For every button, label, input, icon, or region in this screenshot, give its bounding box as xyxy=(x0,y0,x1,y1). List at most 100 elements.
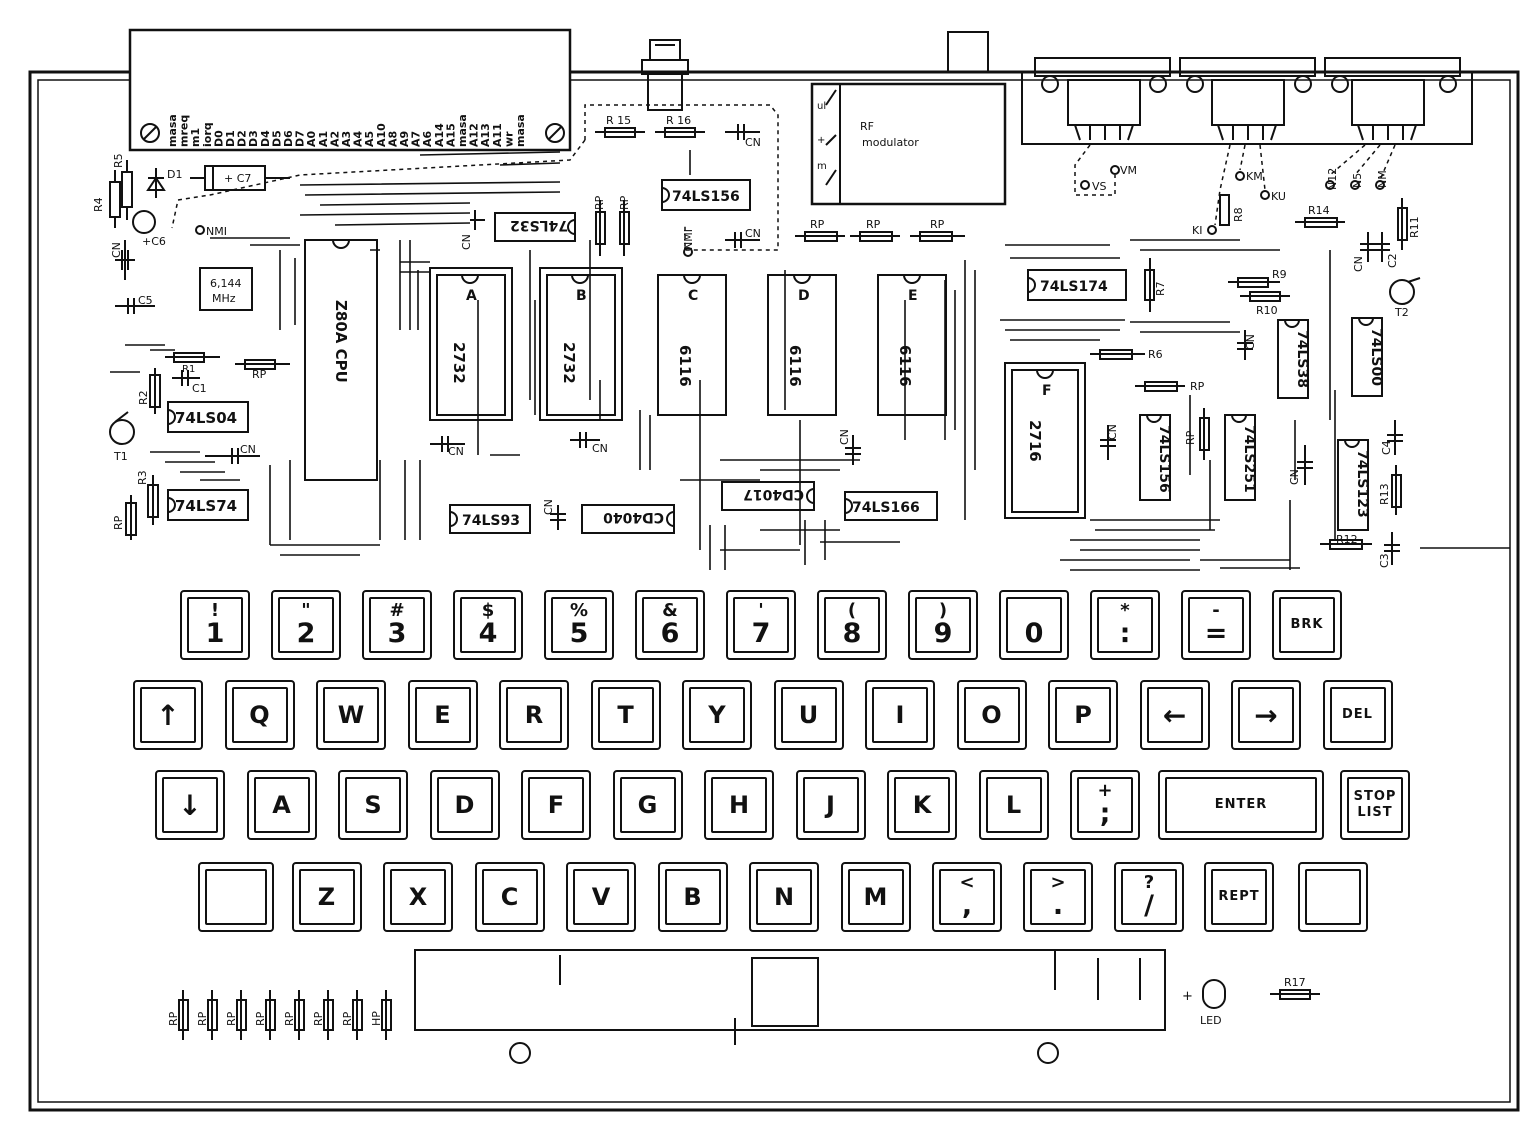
resistor-array-label: RP xyxy=(283,1011,296,1026)
resistor-array-label: RP xyxy=(312,1011,325,1026)
label-r10: R10 xyxy=(1256,304,1278,317)
key-label: REPT xyxy=(1218,889,1260,904)
key-q[interactable]: Q xyxy=(224,680,295,750)
key-m[interactable]: M xyxy=(840,862,911,932)
down-arrow-icon: ↓ xyxy=(178,788,202,822)
key-c[interactable]: C xyxy=(474,862,545,932)
key-blank-left[interactable] xyxy=(198,862,274,932)
key-label: N xyxy=(773,883,795,911)
key-rept[interactable]: REPT xyxy=(1204,862,1274,932)
key-o[interactable]: O xyxy=(956,680,1027,750)
keyboard-connector-strip xyxy=(414,949,1166,1064)
key-8[interactable]: (8 xyxy=(817,590,887,660)
label-rp-7: RP xyxy=(1190,380,1205,393)
key-plus-semicolon[interactable]: +; xyxy=(1070,770,1140,840)
key-n[interactable]: N xyxy=(749,862,819,932)
ic-74ls123 xyxy=(1337,439,1369,531)
key-s[interactable]: S xyxy=(338,770,408,840)
key-3[interactable]: #3 xyxy=(362,590,432,660)
key-d[interactable]: D xyxy=(429,770,500,840)
key-label xyxy=(1329,883,1337,911)
crystal-freq: 6,144 xyxy=(210,277,242,290)
key-t[interactable]: T xyxy=(590,680,661,750)
key-a[interactable]: A xyxy=(246,770,317,840)
ic-74ls74 xyxy=(167,489,249,521)
key-1[interactable]: !1 xyxy=(180,590,250,660)
din-connectors xyxy=(1021,57,1473,145)
vertical-traces xyxy=(269,150,1336,570)
ic-74ls93 xyxy=(449,504,531,534)
key-question-slash[interactable]: ?/ xyxy=(1114,862,1184,932)
key-7[interactable]: '7 xyxy=(726,590,796,660)
key-=[interactable]: -= xyxy=(1181,590,1251,660)
key-5[interactable]: %5 xyxy=(544,590,614,660)
key-label: O xyxy=(981,701,1002,729)
key-q-cap: Q xyxy=(231,687,288,743)
key-enter[interactable]: ENTER xyxy=(1158,770,1324,840)
key-left-arrow[interactable]: ← xyxy=(1139,680,1210,750)
key-b[interactable]: B xyxy=(657,862,728,932)
key-down-arrow[interactable]: ↓ xyxy=(155,770,225,840)
key-l[interactable]: L xyxy=(978,770,1049,840)
key-greater-period[interactable]: >. xyxy=(1023,862,1093,932)
right-discretes xyxy=(195,165,1421,565)
key-6[interactable]: &6 xyxy=(635,590,705,660)
key-e-cap: E xyxy=(414,687,471,743)
key-g[interactable]: G xyxy=(612,770,683,840)
label-cn-t1: CN xyxy=(240,443,256,456)
key-del[interactable]: DEL xyxy=(1322,680,1393,750)
ic-rom-a xyxy=(429,267,513,421)
key-less-comma[interactable]: <, xyxy=(932,862,1002,932)
key-main-label: 2 xyxy=(296,618,316,649)
key-brk[interactable]: BRK xyxy=(1272,590,1342,660)
key-k[interactable]: K xyxy=(887,770,957,840)
edge-pin-label: A5 xyxy=(363,131,376,147)
key-z[interactable]: Z xyxy=(291,862,362,932)
edge-pin-label: A12 xyxy=(468,123,481,147)
rf-pin-plus: + xyxy=(817,135,825,146)
edge-pin-label: m1 xyxy=(189,128,202,147)
key-2[interactable]: "2 xyxy=(271,590,341,660)
label-rp-2: RP xyxy=(593,195,606,210)
ic-74ls156-b xyxy=(1139,414,1171,501)
label-ku: KU xyxy=(1271,190,1286,203)
chip-f-label: 2716 xyxy=(1026,420,1044,462)
key-label: G xyxy=(637,791,658,819)
key-main-label: 4 xyxy=(478,618,498,649)
edge-pin-label: D6 xyxy=(282,130,295,147)
key-9[interactable]: )9 xyxy=(908,590,978,660)
key-x[interactable]: X xyxy=(383,862,453,932)
key-w[interactable]: W xyxy=(316,680,386,750)
label-ki: KI xyxy=(1192,224,1202,237)
key-v[interactable]: V xyxy=(566,862,636,932)
key-blank-right[interactable] xyxy=(1298,862,1368,932)
edge-pin-label: A2 xyxy=(328,131,341,147)
key-4[interactable]: $4 xyxy=(453,590,523,660)
chip-cd4017-label: CD4017 xyxy=(743,486,804,502)
key-up-arrow[interactable]: ↑ xyxy=(133,680,203,750)
label-rp-8: RP xyxy=(1184,430,1197,445)
key-h[interactable]: H xyxy=(704,770,774,840)
key-0[interactable]: 0 xyxy=(999,590,1069,660)
key-main-label: 8 xyxy=(842,618,862,649)
key-:[interactable]: *: xyxy=(1090,590,1160,660)
resistor-array-label: RP xyxy=(196,1011,209,1026)
key-f[interactable]: F xyxy=(521,770,591,840)
key-label: R xyxy=(524,701,544,729)
key-i[interactable]: I xyxy=(865,680,935,750)
key-p[interactable]: P xyxy=(1048,680,1118,750)
key-main-label: 9 xyxy=(933,618,953,649)
label-cn-32: CN xyxy=(460,234,473,250)
key-e[interactable]: E xyxy=(407,680,478,750)
key-y[interactable]: Y xyxy=(682,680,752,750)
key-right-arrow[interactable]: → xyxy=(1231,680,1301,750)
key-r[interactable]: R xyxy=(499,680,569,750)
key-u[interactable]: U xyxy=(773,680,844,750)
key-u-cap: U xyxy=(780,687,837,743)
key-j[interactable]: J xyxy=(795,770,866,840)
resistor-array-label: RP xyxy=(225,1011,238,1026)
rf-modulator: RF modulator ul + m xyxy=(810,82,1007,206)
